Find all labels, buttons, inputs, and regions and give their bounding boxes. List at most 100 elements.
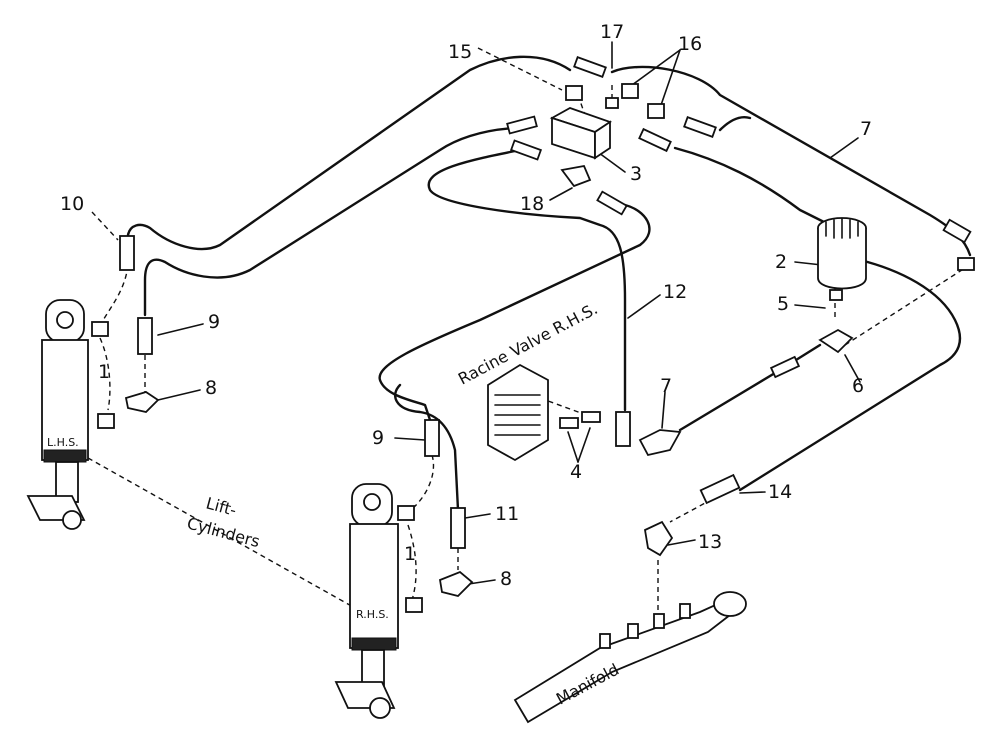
hose-2-14 — [673, 146, 832, 227]
callout-8-rhs: 8 — [500, 568, 512, 590]
leader-lines — [91, 41, 861, 586]
hose-9-rhs-inner — [394, 383, 460, 512]
leader-6 — [844, 354, 861, 383]
rhs-band — [351, 637, 397, 651]
manifold — [513, 591, 747, 724]
hose-9-lhs — [143, 126, 517, 317]
lhs-band — [43, 449, 87, 463]
manifold-port-4 — [679, 603, 691, 619]
leader-15 — [477, 47, 563, 91]
leader-4a — [567, 431, 579, 463]
nipple-5 — [829, 289, 843, 301]
hose-end-right — [638, 127, 672, 153]
fittings-upper — [506, 56, 717, 216]
hose-end-7b — [769, 355, 801, 379]
label-lhs: L.H.S. — [47, 436, 79, 449]
leader-9a — [157, 323, 204, 336]
hose-end-9-lhs — [137, 317, 153, 355]
leader-12 — [627, 294, 661, 319]
fitting-16b — [647, 103, 665, 119]
leader-10 — [91, 211, 119, 241]
rhs-fitting-1b — [405, 597, 423, 613]
lhs-fitting-1b — [97, 413, 115, 429]
filter-2 — [769, 217, 975, 379]
label-cylinders: Cylinders — [185, 514, 262, 552]
callout-18: 18 — [520, 193, 544, 215]
callout-15: 15 — [448, 41, 472, 63]
tee-8-rhs — [438, 570, 474, 597]
leader-14 — [739, 491, 766, 494]
callout-11: 11 — [495, 503, 519, 525]
tee-6 — [818, 328, 854, 354]
dash-9-rhs — [407, 454, 435, 513]
leader-4b — [577, 427, 591, 463]
manifold-port-2 — [627, 623, 639, 639]
callout-10: 10 — [60, 193, 84, 215]
hose-7-lower — [678, 343, 822, 432]
hose-end-top — [573, 56, 607, 78]
hose-end-18 — [596, 190, 628, 216]
hose-end-left — [506, 115, 538, 135]
hose-12-loop — [427, 148, 627, 412]
callout-9-rhs: 9 — [372, 427, 384, 449]
callout-13: 13 — [698, 531, 722, 553]
leader-8a — [157, 389, 201, 401]
dash-lift-cylinders — [87, 457, 356, 609]
manifold-port-1 — [599, 633, 611, 649]
elbow-7-valve — [638, 429, 682, 457]
label-rhs: R.H.S. — [356, 608, 389, 621]
rhs-cylinder — [334, 483, 474, 719]
tee-8-lhs — [124, 391, 160, 413]
tee-18 — [560, 164, 592, 188]
hose-10-upper — [126, 55, 572, 251]
dash-4 — [539, 397, 601, 421]
control-block-3 — [549, 107, 613, 160]
callout-17: 17 — [600, 21, 624, 43]
leader-11 — [464, 513, 491, 519]
callout-4: 4 — [570, 461, 582, 483]
fitting-7-end — [957, 257, 975, 271]
callout-7-valve: 7 — [660, 375, 672, 397]
leader-16b — [659, 49, 681, 109]
callout-1-lhs: 1 — [98, 361, 110, 383]
lhs-cylinder — [26, 299, 160, 530]
fitting-15 — [565, 85, 583, 101]
text-labels: Racine Valve R.H.S. Lift- Cylinders Mani… — [47, 299, 622, 709]
lhs-fitting-1a — [91, 321, 109, 337]
hose-end-10 — [119, 235, 135, 271]
dash-6 — [844, 267, 966, 346]
callout-12: 12 — [663, 281, 687, 303]
fitting-4b — [581, 411, 601, 423]
callout-7-upper: 7 — [860, 118, 872, 140]
elbow-7-top — [942, 218, 972, 244]
callout-6: 6 — [852, 375, 864, 397]
hose-9-rhs-upper — [378, 203, 651, 422]
hose-end-right2 — [683, 116, 717, 138]
rhs-barrel — [349, 523, 399, 649]
callout-14: 14 — [768, 481, 792, 503]
hose-7-upper — [610, 65, 972, 257]
hose-7-return — [718, 116, 752, 132]
hose-end-12 — [615, 411, 631, 447]
leader-9b — [394, 437, 426, 441]
callout-16: 16 — [678, 33, 702, 55]
callout-5: 5 — [777, 293, 789, 315]
leader-5 — [794, 304, 826, 309]
racine-valve — [487, 363, 682, 462]
lhs-barrel — [41, 339, 89, 461]
leader-18 — [549, 187, 573, 201]
label-lift: Lift- — [204, 494, 239, 520]
callout-2: 2 — [775, 251, 787, 273]
dash-10 — [101, 264, 129, 323]
callout-3: 3 — [630, 163, 642, 185]
hose-ends — [119, 235, 741, 557]
hose-end-11 — [450, 507, 466, 549]
callout-9-lhs: 9 — [208, 311, 220, 333]
leader-7b — [661, 391, 666, 429]
fitting-16a — [621, 83, 639, 99]
hose-to-14 — [738, 258, 962, 492]
hose-end-left2 — [509, 139, 543, 161]
callout-8-lhs: 8 — [205, 377, 217, 399]
